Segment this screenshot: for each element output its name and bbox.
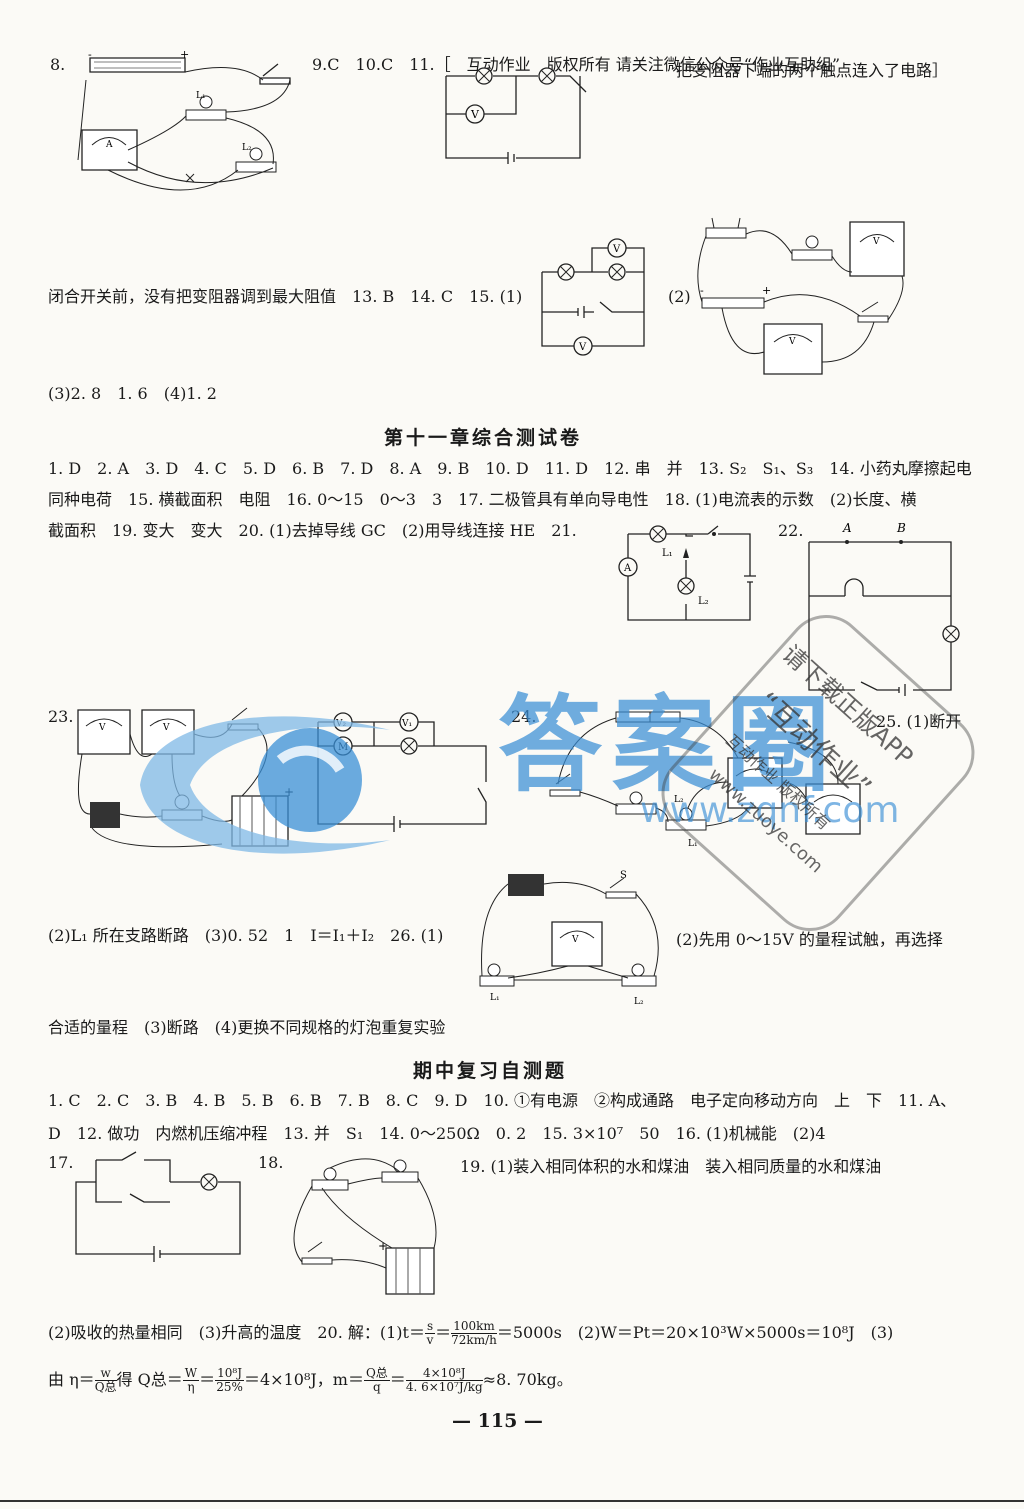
- section1-line4: (2)L₁ 所在支路断路 (3)0. 52 1 I＝I₁＋I₂ 26. (1): [48, 926, 444, 945]
- q15-1-circuit-diagram: V V: [542, 238, 648, 350]
- svg-text:L₂: L₂: [698, 596, 709, 607]
- svg-text:V: V: [872, 237, 880, 247]
- svg-text:+: +: [378, 1239, 388, 1253]
- svg-text:V: V: [571, 935, 579, 945]
- svg-text:V: V: [470, 108, 480, 121]
- q12-15-answers: 闭合开关前，没有把变阻器调到最大阻值 13. B 14. C 15. (1): [48, 287, 523, 306]
- watermark-url: www.zqnf.com: [640, 790, 900, 831]
- q21-circuit-diagram: A L₁ L₂: [618, 522, 758, 622]
- svg-text:-: -: [700, 284, 704, 297]
- watermark-brand: 答案圈: [498, 684, 841, 806]
- q19-answer: 19. (1)装入相同体积的水和煤油 装入相同质量的水和煤油: [460, 1157, 882, 1176]
- q15-3-4-answers: (3)2. 8 1. 6 (4)1. 2: [48, 384, 217, 403]
- svg-text:A: A: [842, 521, 852, 535]
- q25-label: 25. (1)断开: [876, 712, 962, 731]
- section-title-midterm: 期中复习自测题: [413, 1060, 568, 1082]
- q15-2-label: (2): [668, 287, 691, 306]
- svg-text:L₂: L₂: [674, 795, 684, 805]
- section2-line1: 1. C 2. C 3. B 4. B 5. B 6. B 7. B 8. C …: [48, 1091, 957, 1110]
- q18-circuit-diagram: +: [282, 1158, 442, 1308]
- svg-text:L₁: L₁: [196, 91, 206, 101]
- svg-text:L₁: L₁: [688, 839, 698, 849]
- svg-text:L₁: L₁: [662, 548, 673, 559]
- bottom-border: [0, 1500, 1024, 1502]
- q26-circuit-diagram: S V L₁ L₂: [478, 870, 668, 1007]
- section1-line4b: (2)先用 0～15V 的量程试触，再选择: [676, 930, 943, 949]
- section1-line3: 截面积 19. 变大 变大 20. (1)去掉导线 GC (2)用导线连接 HE…: [48, 521, 577, 540]
- q9-11-answers: 9.C 10.C 11.［ 互动作业 版权所有 请关注微信公众号“作业互助组”: [312, 55, 841, 74]
- q8-circuit-diagram: - + A L₁ L₂: [68, 48, 318, 210]
- q24-label: 24.: [511, 707, 537, 726]
- q23-label: 23.: [48, 707, 74, 726]
- q11-circuit-diagram: V: [440, 70, 590, 162]
- watermark-logo: [140, 716, 390, 854]
- q24-circuit-diagram: L₂ L₁: [538, 702, 878, 849]
- section2-line2: D 12. 做功 内燃机压缩冲程 13. 并 S₁ 14. 0～250Ω 0. …: [48, 1124, 826, 1143]
- q17-label: 17.: [48, 1153, 74, 1172]
- q18-label: 18.: [258, 1153, 284, 1172]
- svg-text:A: A: [623, 563, 632, 574]
- svg-text:L₂: L₂: [634, 997, 644, 1007]
- svg-text:V₁: V₁: [401, 719, 412, 729]
- q22-label: 22.: [778, 521, 804, 540]
- svg-text:V: V: [578, 342, 587, 353]
- svg-text:S: S: [620, 870, 627, 881]
- q11-note: 把变阻器下端的两个触点连入了电路］: [676, 61, 949, 80]
- svg-text:B: B: [896, 521, 906, 535]
- svg-text:V: V: [788, 337, 796, 347]
- q17-circuit-diagram: [74, 1158, 244, 1258]
- q15-2-circuit-diagram: V - + V: [692, 212, 914, 382]
- svg-text:A: A: [105, 140, 113, 150]
- section1-line5: 合适的量程 (3)断路 (4)更换不同规格的灯泡重复实验: [48, 1018, 446, 1037]
- svg-text:L₂: L₂: [242, 143, 252, 153]
- svg-text:+: +: [180, 48, 189, 61]
- q22-circuit-diagram: A B: [805, 521, 955, 694]
- page-number: — 115 —: [452, 1410, 543, 1432]
- svg-text:V: V: [612, 244, 621, 255]
- section-title-chapter11: 第十一章综合测试卷: [384, 427, 583, 449]
- svg-text:V: V: [162, 723, 170, 733]
- svg-text:L₁: L₁: [490, 993, 500, 1003]
- section1-line2: 同种电荷 15. 横截面积 电阻 16. 0～15 0～3 3 17. 二极管具…: [48, 490, 917, 509]
- svg-text:-: -: [88, 48, 92, 61]
- svg-text:V: V: [98, 723, 106, 733]
- section1-line1: 1. D 2. A 3. D 4. C 5. D 6. B 7. D 8. A …: [48, 459, 972, 478]
- q8-label: 8.: [50, 55, 66, 74]
- svg-text:+: +: [762, 284, 771, 297]
